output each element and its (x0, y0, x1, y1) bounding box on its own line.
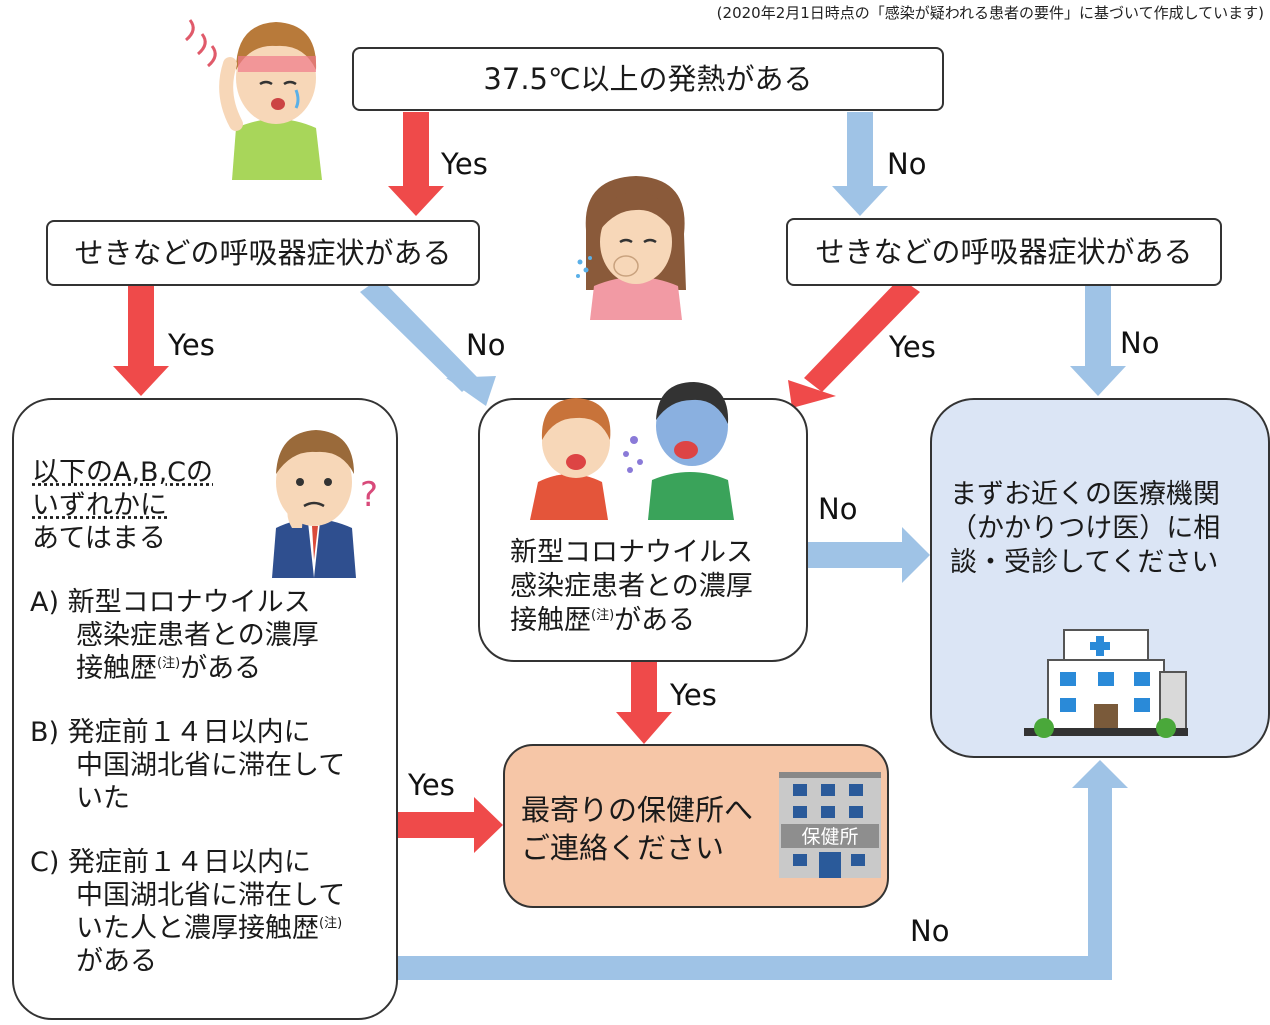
clinic-line-2: （かかりつけ医）に相 (950, 513, 1221, 544)
node-resp-right: せきなどの呼吸器症状がある (786, 218, 1222, 286)
abc-a-2: 感染症患者との濃厚 (76, 620, 319, 651)
health-center-building-icon: 保健所 (779, 772, 881, 878)
label-respright-yes: Yes (889, 330, 936, 364)
arrow-contact-no (808, 527, 930, 583)
node-fever-text: 37.5℃以上の発熱がある (483, 62, 813, 96)
health-center-line-2: ご連絡ください (521, 831, 725, 865)
label-respleft-yes: Yes (168, 328, 215, 362)
node-abc-criteria: 以下のA,B,Cの いずれかに あてはまる A) 新型コロナウイルス 感染症患者… (12, 398, 398, 1020)
coughing-woman-icon (576, 176, 686, 320)
abc-intro-3: あてはまる (32, 523, 166, 554)
contact-line-1: 新型コロナウイルス (510, 537, 753, 568)
health-center-line-1: 最寄りの保健所へ (521, 793, 754, 827)
label-respright-no: No (1120, 326, 1160, 360)
abc-intro-2: いずれかに (32, 490, 167, 521)
label-abc-no: No (910, 914, 950, 948)
arrow-fever-no (832, 112, 888, 216)
node-resp-left: せきなどの呼吸器症状がある (46, 220, 480, 286)
arrow-abc-no (398, 760, 1128, 980)
abc-a-3: 接触歴(注)がある (76, 653, 262, 684)
node-resp-right-text: せきなどの呼吸器症状がある (815, 235, 1193, 269)
health-center-sign: 保健所 (801, 826, 858, 848)
arrow-respleft-no (360, 278, 496, 406)
abc-c-1: C) 発症前１４日以内に (30, 847, 311, 878)
clinic-line-3: 談・受診してください (950, 547, 1219, 578)
arrow-fever-yes (388, 112, 444, 216)
label-contact-no: No (818, 492, 858, 526)
coughing-children-icon (530, 382, 734, 520)
arrow-respleft-yes (113, 286, 169, 396)
label-fever-yes: Yes (441, 147, 488, 181)
node-contact-history: 新型コロナウイルス 感染症患者との濃厚 接触歴(注)がある (478, 398, 808, 662)
contact-line-3: 接触歴(注)がある (510, 605, 696, 636)
label-abc-yes: Yes (408, 768, 455, 802)
contact-line-2: 感染症患者との濃厚 (510, 571, 753, 602)
arrow-contact-yes (616, 662, 672, 744)
node-fever: 37.5℃以上の発熱がある (352, 47, 944, 111)
abc-c-3: いた人と濃厚接触歴(注) (76, 913, 343, 944)
node-clinic: まずお近くの医療機関 （かかりつけ医）に相 談・受診してください (930, 398, 1270, 758)
sick-person-fever-icon (185, 19, 322, 180)
abc-b-2: 中国湖北省に滞在して (76, 750, 346, 781)
label-fever-no: No (887, 147, 927, 181)
label-respleft-no: No (466, 328, 506, 362)
abc-a-1: A) 新型コロナウイルス (30, 587, 311, 618)
abc-b-1: B) 発症前１４日以内に (30, 717, 311, 748)
abc-b-3: いた (76, 783, 130, 814)
label-contact-yes: Yes (670, 678, 717, 712)
abc-intro-1: 以下のA,B,Cの (32, 457, 214, 488)
clinic-line-1: まずお近くの医療機関 (950, 479, 1220, 510)
arrow-respright-yes (788, 278, 920, 408)
abc-c-2: 中国湖北省に滞在して (76, 880, 346, 911)
header-note: (2020年2月1日時点の「感染が疑われる患者の要件」に基づいて作成しています) (716, 4, 1264, 22)
hospital-icon (1024, 629, 1188, 738)
abc-c-4: がある (76, 946, 157, 977)
svg-text:?: ? (360, 475, 378, 515)
node-resp-left-text: せきなどの呼吸器症状がある (74, 236, 452, 270)
node-health-center: 最寄りの保健所へ ご連絡ください 保健所 (503, 744, 889, 908)
arrow-abc-yes (398, 797, 503, 853)
arrow-respright-no (1070, 286, 1126, 396)
confused-man-icon: ? (272, 430, 378, 578)
